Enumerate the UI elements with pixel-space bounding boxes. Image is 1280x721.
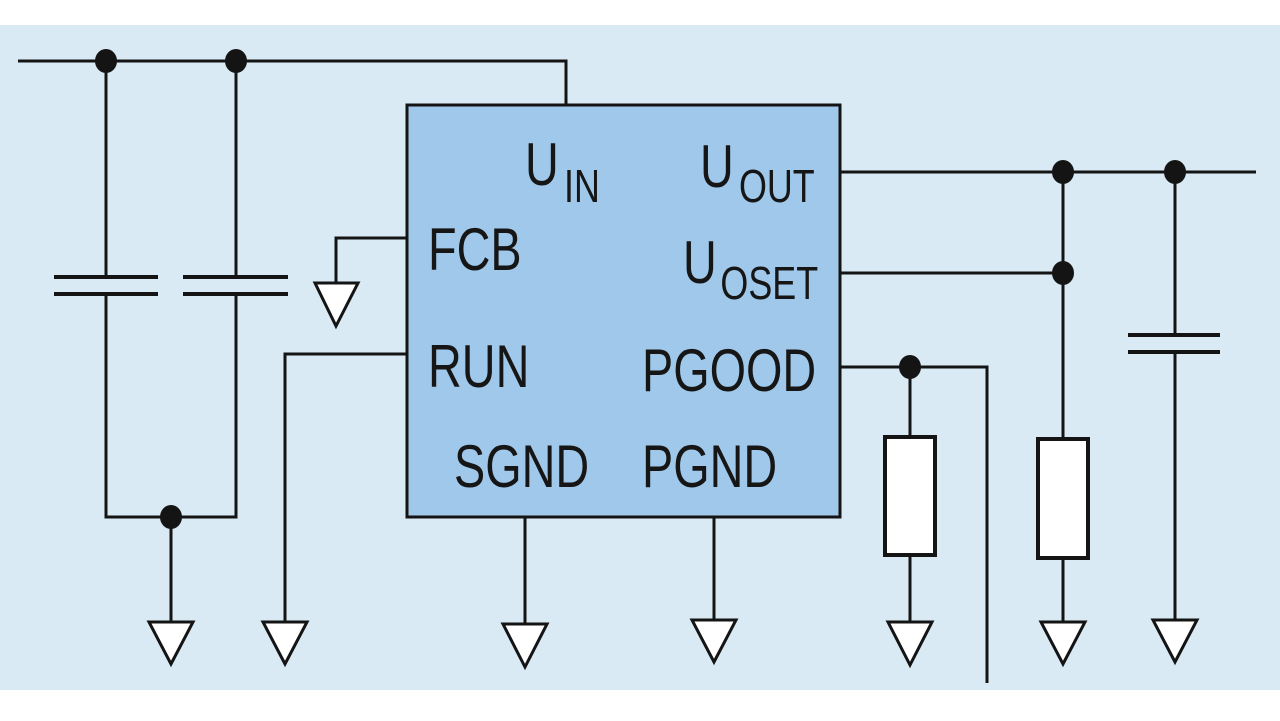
pin-label-pgnd: PGND: [642, 433, 777, 500]
ground-icon: [689, 618, 739, 666]
pin-label-fcb: FCB: [428, 216, 522, 283]
ground-icon: [146, 620, 196, 668]
pin-label-uoset: U OSET: [683, 229, 818, 309]
pgood-wire: [840, 365, 989, 683]
junction-dot: [160, 505, 182, 529]
junction-dot: [1052, 261, 1074, 285]
ground-icon: [885, 620, 935, 669]
resistor-r1: [883, 435, 937, 557]
pin-label-uoset-main: U: [683, 229, 717, 296]
pin-label-uout: U OUT: [700, 133, 815, 212]
pin-label-sgnd: SGND: [454, 433, 589, 500]
pin-label-uin-main: U: [525, 131, 559, 198]
input-rail-wire: [18, 59, 568, 105]
pin-label-uout-sub: OUT: [739, 161, 815, 212]
ground-icon: [1150, 618, 1200, 666]
ground-icon: [500, 622, 550, 671]
ground-icon: [260, 620, 310, 668]
fcb-wire: [334, 236, 407, 283]
junction-dot: [1052, 160, 1074, 184]
junction-dot: [225, 49, 247, 73]
pin-label-pgood: PGOOD: [642, 337, 816, 404]
pin-label-uoset-sub: OSET: [720, 258, 818, 309]
ground-icon: [1038, 620, 1088, 668]
pin-label-uin-sub: IN: [564, 161, 600, 212]
ic-block: [405, 103, 842, 519]
run-wire: [283, 352, 407, 622]
junction-dot: [95, 49, 117, 73]
junction-dot: [899, 355, 921, 379]
pin-label-run: RUN: [428, 333, 529, 400]
ground-icon: [312, 281, 361, 330]
junction-dot: [1164, 160, 1186, 184]
pin-label-uout-main: U: [700, 133, 734, 200]
pin-label-uin: U IN: [525, 131, 600, 212]
resistor-r2: [1036, 437, 1090, 560]
